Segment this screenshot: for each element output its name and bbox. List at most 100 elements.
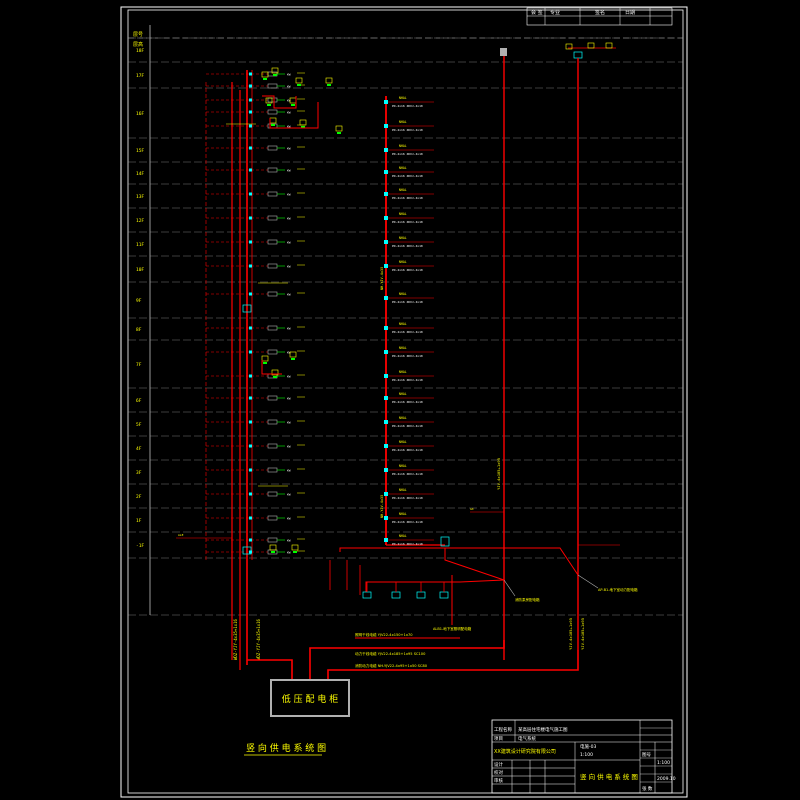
unit-label: NHAL <box>399 370 407 374</box>
unit-spec: PD-4x16 ZDXJ-4x10 <box>392 268 423 272</box>
equipment-indicator <box>271 124 275 126</box>
center-tap-node <box>384 124 388 128</box>
floor-label: 12F <box>136 218 144 224</box>
junction-node <box>249 420 252 424</box>
right-riser-spec: YJV-4x185+1x95 <box>496 458 501 490</box>
basement-equipment <box>416 591 426 599</box>
center-riser-spec-lower: NH-YJV-4x35 <box>380 495 384 518</box>
callout-leader <box>503 579 516 597</box>
meter-box <box>267 467 278 473</box>
tb-sub-project: 电气系统 <box>518 735 536 742</box>
unit-label: NHAL <box>399 512 407 516</box>
fire-pump-label: 消防泵房配电箱 <box>515 597 540 602</box>
floor-label: 9F <box>136 298 142 304</box>
equipment-box <box>271 369 279 376</box>
drawing-title: 竖 向 供 电 系 统 图 <box>246 742 326 754</box>
meter-load-label: KW <box>287 469 291 473</box>
floor-rows: 18F17F16F15F14F13F12F11F10F9F8F7F6F5F4F3… <box>128 37 683 616</box>
floor-label: 15F <box>136 148 144 154</box>
lv-cabinet-label: 低 压 配 电 柜 <box>282 693 338 705</box>
signoff-cell-3: 签名 <box>595 9 605 16</box>
floor-label: 11F <box>136 242 144 248</box>
title-block: 工程名称 某高层住宅楼电气施工图 项目 电气系统 XX建筑设计研究院有限公司 电… <box>491 719 676 794</box>
meter-load-label: KW <box>287 147 291 151</box>
unit-label: NHAL <box>399 144 407 148</box>
meter-box <box>267 167 278 173</box>
tb-scale: 1:100 <box>580 752 593 758</box>
meter-box <box>267 215 278 221</box>
unit-label: NHAL <box>399 188 407 192</box>
unit-spec: PD-4x16 ZDXJ-4x10 <box>392 300 423 304</box>
meter-box <box>267 491 278 497</box>
unit-label: NHAL <box>399 166 407 170</box>
floor-table: 层号 层高 <box>133 25 151 615</box>
tb-designer: 设计 <box>494 761 503 768</box>
equipment-box <box>289 97 297 104</box>
junction-node <box>249 550 252 554</box>
floor-label: -1F <box>136 543 144 549</box>
header-height: 层高 <box>133 41 143 48</box>
junction-node <box>249 216 252 220</box>
floor-label: 16F <box>136 111 144 117</box>
meter-load-label: KW <box>287 397 291 401</box>
unit-label: NHAL <box>399 292 407 296</box>
unit-spec: PD-4x16 ZDXJ-4x10 <box>392 448 423 452</box>
junction-node <box>249 110 252 114</box>
mid-link <box>261 360 282 375</box>
floor-label: 17F <box>136 73 144 79</box>
center-tap-node <box>384 326 388 330</box>
tb-checker: 校对 <box>494 769 503 776</box>
basement-equipment-bus <box>365 579 505 592</box>
feeder-center <box>309 640 505 680</box>
center-tap-node <box>384 374 388 378</box>
unit-label: NHAL <box>399 464 407 468</box>
meter-load-label: KW <box>287 351 291 355</box>
right-tap-label: GX <box>470 507 474 511</box>
center-riser-spec: NH-YJV-4x35 <box>380 267 384 290</box>
tb-sheet: 张 数 <box>642 785 653 792</box>
equipment-box <box>335 125 343 132</box>
junction-node <box>249 72 252 76</box>
unit-spec: PD-4x16 ZDXJ-4x10 <box>392 378 423 382</box>
meter-load-label: KW <box>287 517 291 521</box>
equipment-box <box>269 544 277 551</box>
signoff-cell-1: 会 签 <box>531 9 543 16</box>
meter-box <box>267 263 278 269</box>
unit-label: NHAL <box>399 392 407 396</box>
meter-load-label: KW <box>287 493 291 497</box>
center-tap-node <box>384 492 388 496</box>
basement-box-label: ALB1-地下室照明配电箱 <box>433 626 472 631</box>
unit-spec: PD-4x16 ZDXJ-4x10 <box>392 104 423 108</box>
tb-date: 2009.10 <box>657 776 676 782</box>
floor-label: 6F <box>136 398 142 404</box>
equipment-box <box>299 119 307 126</box>
signoff-cell-4: 日期 <box>625 10 635 16</box>
meter-box <box>267 349 278 355</box>
unit-spec: PD-4x16 ZDXJ-4x10 <box>392 542 423 546</box>
main-cable-2: 动力干线电缆 YJV22-4x185+1x95 SC100 <box>355 651 426 656</box>
meter-box <box>267 443 278 449</box>
basement-link <box>444 548 505 581</box>
floor-label: 7F <box>136 362 142 368</box>
basement-panel <box>440 536 450 547</box>
center-tap-node <box>384 264 388 268</box>
right-riser-spec-2: YJV-4x185+1x95 <box>580 618 585 650</box>
meter-load-label: KW <box>287 169 291 173</box>
tb-drawing-no: 图号 <box>642 752 651 758</box>
unit-label: NHAL <box>399 440 407 444</box>
unit-spec: PD-4x16 ZDXJ-4x10 <box>392 520 423 524</box>
basement-equipment <box>362 591 372 599</box>
meter-load-label: KW <box>287 265 291 269</box>
center-tap-node <box>384 538 388 542</box>
left-feeder-label: ALE <box>178 533 184 537</box>
callout-leader-2 <box>577 574 599 589</box>
equipment-box <box>271 67 279 74</box>
meter-load-label: KW <box>287 293 291 297</box>
signoff-block: 会 签 专业 签名 日期 <box>526 7 673 26</box>
unit-spec: PD-4x16 ZDXJ-4x10 <box>392 354 423 358</box>
junction-node <box>249 492 252 496</box>
meter-box <box>267 83 278 89</box>
distribution-box-1f <box>242 546 252 555</box>
unit-label: NHAL <box>399 346 407 350</box>
floor-label: 3F <box>136 470 142 476</box>
